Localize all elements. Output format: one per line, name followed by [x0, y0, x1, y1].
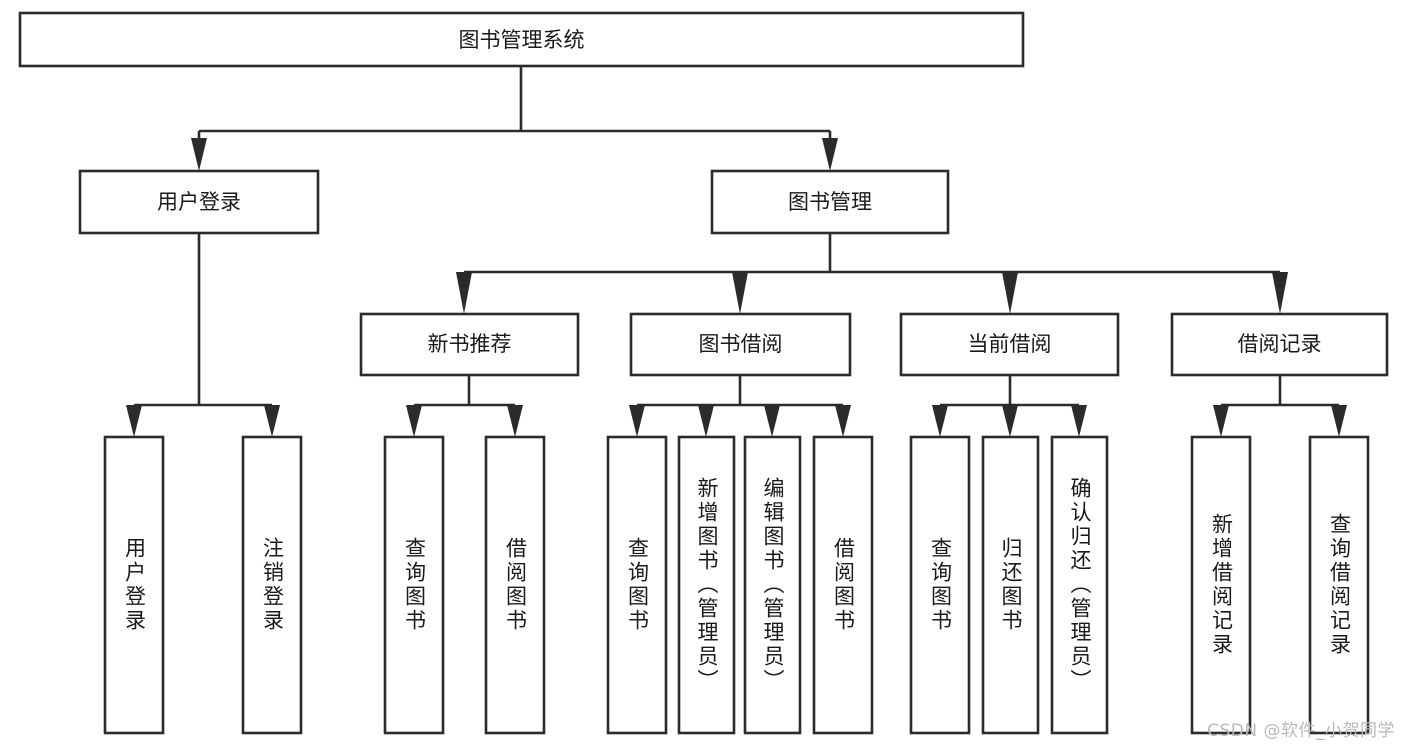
arrowhead-to-leaf-return-book	[1002, 405, 1018, 437]
node-borrow-record[interactable]: 借阅记录	[1170, 312, 1389, 377]
arrowhead-to-leaf-edit-book-admin	[764, 405, 780, 437]
node-borrow-record-label: 借阅记录	[1238, 332, 1322, 356]
arrowhead-to-leaf-logout	[264, 405, 280, 437]
node-book-borrow[interactable]: 图书借阅	[629, 312, 852, 377]
leaf-query-borrow-record-box[interactable]	[1308, 435, 1370, 735]
connector-group-new-book-recommend	[406, 375, 523, 437]
leaf-return-book-box[interactable]	[981, 435, 1040, 735]
arrowhead-to-new-book-recommend	[456, 272, 472, 314]
arrowhead-to-book-borrow	[732, 272, 748, 314]
arrowhead-to-leaf-query-book-recommend	[406, 405, 422, 437]
arrowhead-to-leaf-query-book-borrow	[629, 405, 645, 437]
node-book-management[interactable]: 图书管理	[710, 169, 950, 235]
arrowhead-to-leaf-borrow-book	[835, 405, 851, 437]
leaf-query-book-current-box[interactable]	[909, 435, 971, 735]
leaf-query-book-recommend-box[interactable]	[383, 435, 445, 735]
node-root-label: 图书管理系统	[459, 28, 585, 52]
csdn-watermark: CSDN @软件_小贺同学	[1207, 721, 1395, 741]
connector-group-user-login	[126, 233, 280, 437]
node-current-borrow-box[interactable]	[899, 312, 1120, 377]
leaf-user-login-box[interactable]	[103, 435, 165, 735]
leaf-borrow-book-box[interactable]	[812, 435, 874, 735]
node-new-book-recommend[interactable]: 新书推荐	[359, 312, 580, 377]
node-user-login-box[interactable]	[78, 169, 320, 235]
arrowhead-to-current-borrow	[1002, 272, 1018, 314]
leaf-logout-box[interactable]	[241, 435, 303, 735]
node-current-borrow-label: 当前借阅	[968, 332, 1052, 356]
arrowhead-to-leaf-user-login	[126, 405, 142, 437]
arrowhead-to-leaf-query-borrow-record	[1331, 405, 1347, 437]
leaf-query-book-borrow-box[interactable]	[606, 435, 668, 735]
node-book-borrow-box[interactable]	[629, 312, 852, 377]
node-book-borrow-label: 图书借阅	[699, 332, 783, 356]
connector-group-book-management	[456, 233, 1288, 314]
node-book-management-label: 图书管理	[788, 190, 872, 214]
arrowhead-to-borrow-record	[1272, 272, 1288, 314]
leaf-boxes	[103, 435, 1370, 735]
connector-group-root	[191, 66, 838, 171]
node-book-management-box[interactable]	[710, 169, 950, 235]
arrowhead-to-leaf-add-borrow-record	[1213, 405, 1229, 437]
node-current-borrow[interactable]: 当前借阅	[899, 312, 1120, 377]
leaf-borrow-book-recommend-box[interactable]	[484, 435, 546, 735]
connector-group-book-borrow	[629, 375, 851, 437]
arrowhead-to-leaf-confirm-return-admin	[1071, 405, 1087, 437]
node-new-book-recommend-label: 新书推荐	[428, 332, 512, 356]
arrowhead-to-book-management	[822, 138, 838, 171]
node-new-book-recommend-box[interactable]	[359, 312, 580, 377]
arrowhead-to-leaf-borrow-book-recommend	[507, 405, 523, 437]
arrowhead-to-leaf-query-book-current	[932, 405, 948, 437]
leaf-add-book-admin-box[interactable]	[677, 435, 736, 735]
node-borrow-record-box[interactable]	[1170, 312, 1389, 377]
connector-group-current-borrow	[932, 375, 1087, 437]
leaf-edit-book-admin-box[interactable]	[743, 435, 802, 735]
leaf-confirm-return-admin-box[interactable]	[1050, 435, 1109, 735]
leaf-add-borrow-record-box[interactable]	[1190, 435, 1252, 735]
node-root[interactable]: 图书管理系统	[18, 11, 1025, 68]
connector-group-borrow-record	[1213, 375, 1347, 437]
node-user-login-label: 用户登录	[157, 190, 241, 214]
node-root-box[interactable]	[18, 11, 1025, 68]
arrowhead-to-leaf-add-book-admin	[698, 405, 714, 437]
node-user-login[interactable]: 用户登录	[78, 169, 320, 235]
arrowhead-to-user-login	[191, 138, 207, 171]
